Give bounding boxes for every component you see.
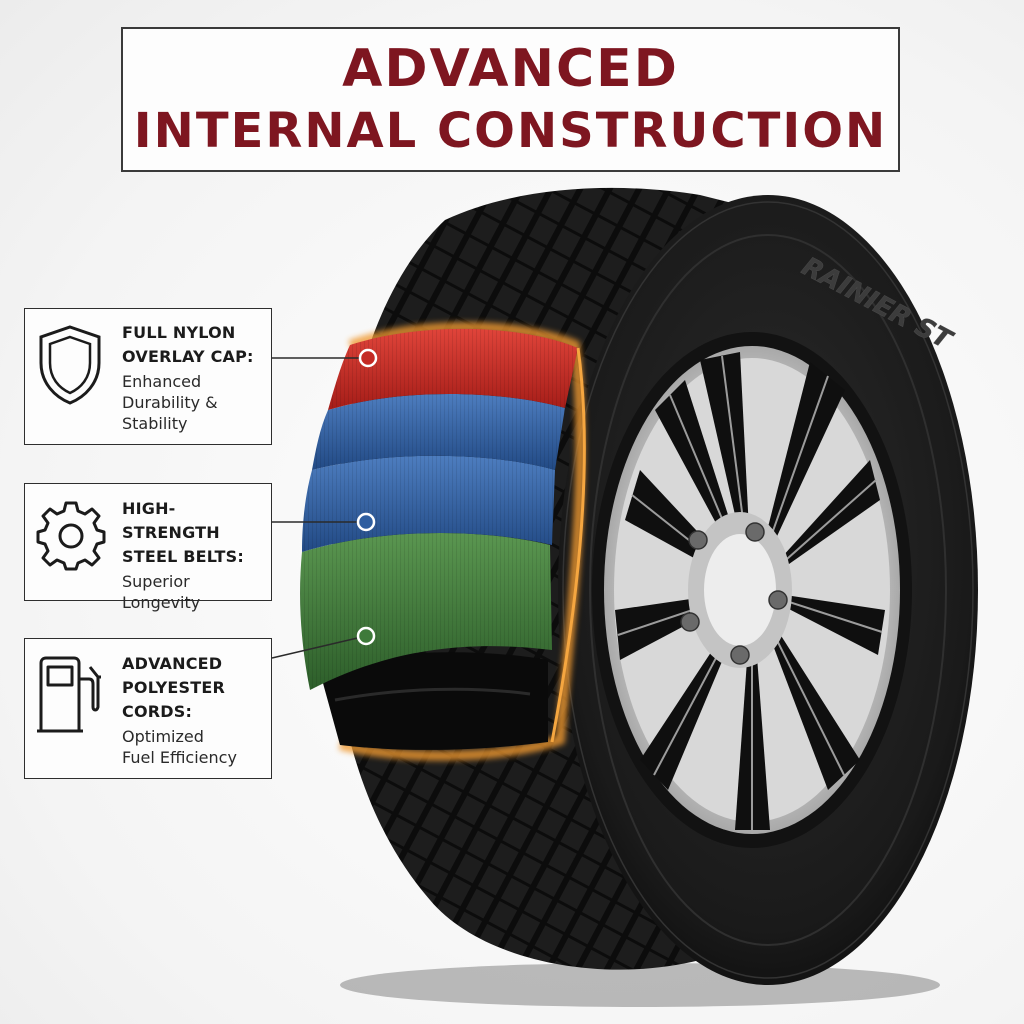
ground-shadow xyxy=(340,963,940,1007)
feature-heading: CORDS: xyxy=(122,702,193,721)
feature-heading: ADVANCED xyxy=(122,654,223,673)
shield-icon xyxy=(39,325,101,405)
feature-card-polyester-cords: ADVANCED POLYESTER CORDS: Optimized Fuel… xyxy=(24,638,272,779)
fuel-pump-icon xyxy=(37,656,101,733)
feature-description: Optimized xyxy=(122,727,204,746)
feature-card-steel-belts: HIGH-STRENGTH STEEL BELTS: Superior Long… xyxy=(24,483,272,612)
feature-description: Enhanced xyxy=(122,372,202,391)
feature-description: Fuel Efficiency xyxy=(122,748,237,767)
callout-dots xyxy=(356,348,378,646)
lug-nuts xyxy=(680,522,788,665)
feature-description: Longevity xyxy=(122,593,201,612)
callout-lines xyxy=(271,357,368,659)
feature-heading: STEEL BELTS: xyxy=(122,547,244,566)
feature-card-nylon-overlay: FULL NYLON OVERLAY CAP: Enhanced Durabil… xyxy=(24,308,272,445)
title-line-1: ADVANCED xyxy=(342,38,679,99)
title-line-2: INTERNAL CONSTRUCTION xyxy=(133,102,888,159)
feature-description: Stability xyxy=(122,414,188,433)
feature-heading: POLYESTER xyxy=(122,678,226,697)
feature-heading: HIGH-STRENGTH xyxy=(122,499,220,542)
inner-liner xyxy=(318,652,548,750)
title-banner: ADVANCED INTERNAL CONSTRUCTION xyxy=(121,27,900,172)
feature-heading: FULL NYLON xyxy=(122,323,236,342)
feature-description: Durability & xyxy=(122,393,218,412)
feature-description: Superior xyxy=(122,572,190,591)
gear-icon xyxy=(36,501,106,571)
feature-heading: OVERLAY CAP: xyxy=(122,347,254,366)
cutaway-glow xyxy=(338,322,586,761)
cutaway-edge xyxy=(550,347,586,743)
